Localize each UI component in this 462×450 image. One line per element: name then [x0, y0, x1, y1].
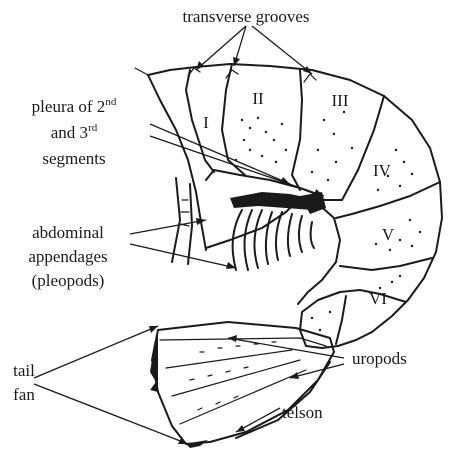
pleura-shading [230, 192, 326, 214]
segment-label-4: IV [373, 161, 392, 180]
label-tail-fan-line1: tail [13, 361, 35, 380]
label-pleura-line2: and 3rd [51, 122, 98, 142]
segment-label-5: V [382, 225, 395, 244]
label-appendages-line2: appendages [28, 247, 107, 266]
segment-label-3: III [332, 91, 349, 110]
label-pleura-line3: segments [42, 149, 105, 168]
label-telson: telson [282, 403, 323, 422]
segment-label-2: II [252, 89, 264, 108]
label-transverse-grooves: transverse grooves [183, 7, 310, 26]
transverse-grooves-marks [188, 68, 316, 82]
label-appendages-line1: abdominal [32, 223, 104, 242]
label-uropods: uropods [352, 349, 407, 368]
segment-label-1: I [203, 113, 209, 132]
label-appendages-line3: (pleopods) [32, 271, 105, 290]
label-tail-fan-line2: fan [13, 385, 35, 404]
anterior-appendage [172, 178, 192, 264]
pleopods-drawing [233, 210, 314, 270]
label-pleura-line1: pleura of 2nd [32, 96, 117, 116]
segment-label-6: VI [369, 289, 387, 308]
